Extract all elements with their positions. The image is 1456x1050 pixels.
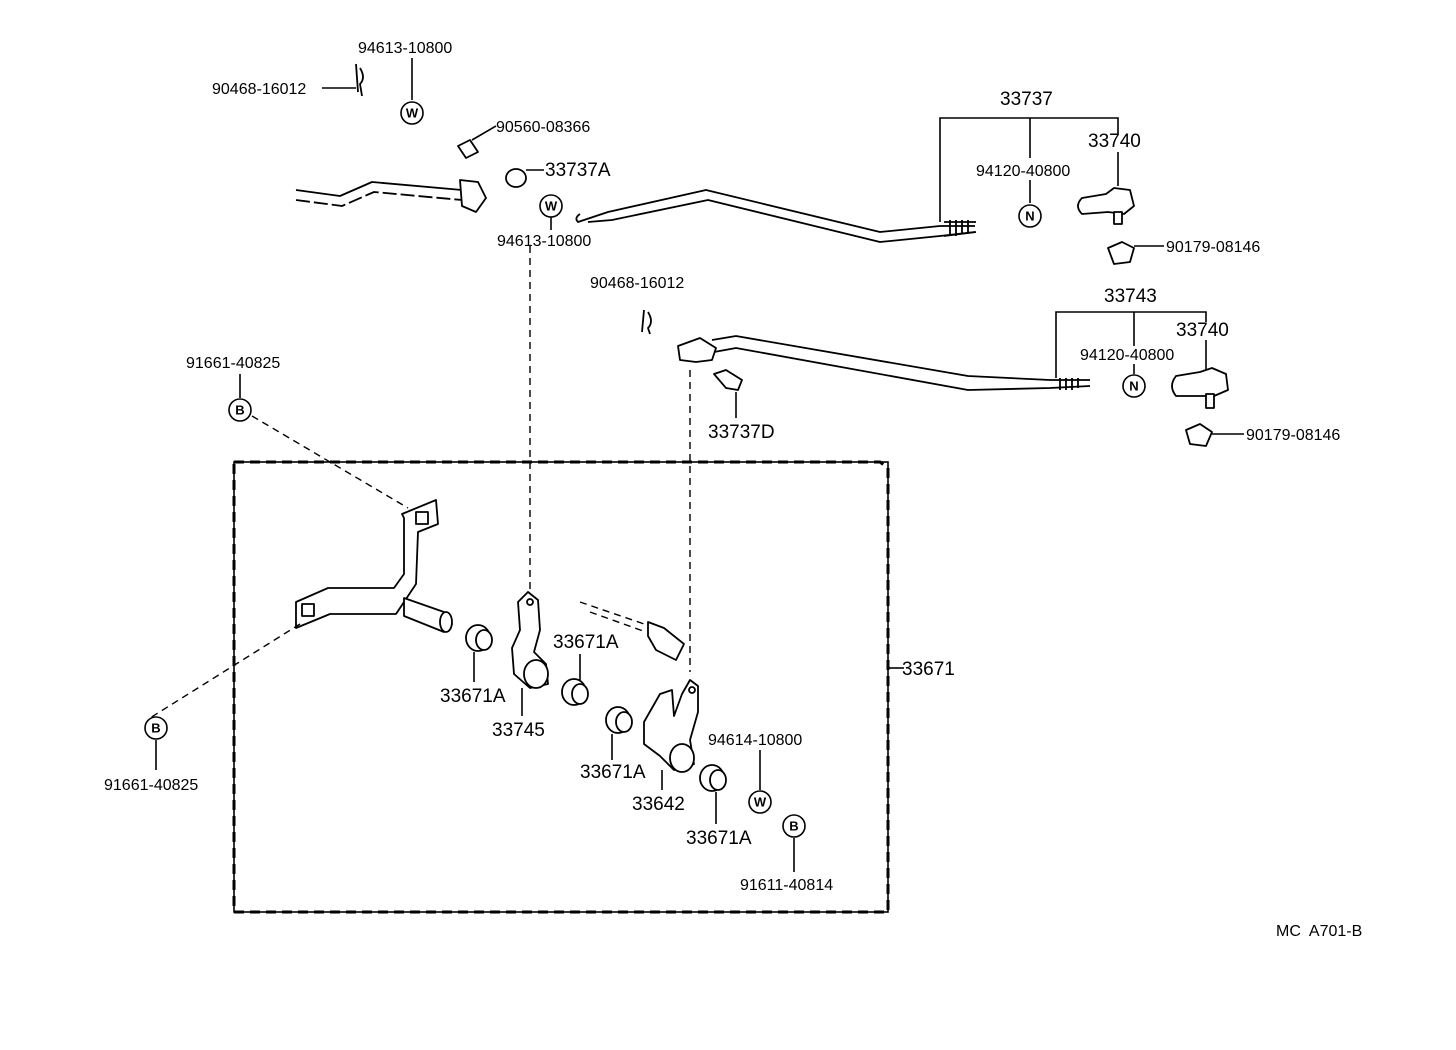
rod-upper-left [295,179,487,213]
label-91661-40825-bottom: 91661-40825 [104,777,198,794]
label-33671A-2: 33671A [553,632,619,653]
label-90468-16012-top: 90468-16012 [212,81,306,98]
nut-90179-top [1107,241,1164,265]
label-90179-08146-mid: 90179-08146 [1246,427,1340,444]
nut-symbol-top: N [1018,204,1042,228]
nut-symbol-mid: N [1122,374,1146,398]
bracket [295,499,453,633]
bushing-33671A-3 [605,706,633,760]
label-33671A-3: 33671A [580,762,646,783]
bolt-symbol-bottom-text: B [151,721,160,736]
label-94120-40800-mid: 94120-40800 [1080,347,1174,364]
label-33642: 33642 [632,794,685,815]
lever-33642 [643,679,699,790]
rod-33737 [575,189,977,243]
nut-90179-mid [1185,423,1244,447]
rod-33743 [677,335,1091,391]
bolt-symbol-91611-text: B [789,819,798,834]
cotter-pin-mid [641,309,652,335]
label-33671A-1: 33671A [440,686,506,707]
bolt-symbol-top-text: B [235,403,244,418]
bolt-symbol-top: B [228,398,252,422]
bolt-symbol-bottom: B [144,716,168,740]
bushing-33671A-2 [561,654,589,706]
grommet-33737A [505,168,544,188]
label-90560-08366: 90560-08366 [496,119,590,136]
lever-33745 [511,591,549,716]
bushing-33671A-4 [699,764,727,824]
bushing-33671A-1 [465,624,493,682]
washer-symbol-mid-text: W [545,199,558,214]
diagram-code: MC A701-B [1276,923,1362,940]
nut-symbol-mid-text: N [1129,379,1138,394]
washer-symbol-mid: W [539,194,563,218]
label-33671A-4: 33671A [686,828,752,849]
label-33740-mid: 33740 [1176,320,1229,341]
washer-symbol-bottom: W [748,790,772,814]
leader-bolt-bottom [149,623,301,719]
bolt-symbol-91611: B [782,814,806,838]
label-33737A: 33737A [545,160,611,181]
label-91611-40814: 91611-40814 [740,877,833,894]
label-90179-08146-top: 90179-08146 [1166,239,1260,256]
washer-symbol-top: W [400,101,424,125]
ball-joint-mid [1171,340,1229,409]
nut-symbol-top-text: N [1025,209,1034,224]
washer-symbol-bottom-text: W [754,795,767,810]
label-91661-40825-top: 91661-40825 [186,355,280,372]
label-94613-10800-top: 94613-10800 [358,40,452,57]
cable-end [579,601,685,661]
label-33740-top: 33740 [1088,131,1141,152]
label-33745: 33745 [492,720,545,741]
pin-33737D [713,369,743,418]
label-94613-10800-mid: 94613-10800 [497,233,591,250]
label-94614-10800: 94614-10800 [708,732,802,749]
label-90468-16012-mid: 90468-16012 [590,275,684,292]
cotter-pin-top [322,63,364,97]
label-33737D: 33737D [708,422,775,443]
ball-joint-top [1077,152,1135,225]
label-94120-40800-top: 94120-40800 [976,163,1070,180]
label-33737: 33737 [1000,89,1053,110]
bushing-90560 [457,125,497,159]
label-33671: 33671 [902,659,955,680]
washer-symbol-top-text: W [406,106,419,121]
assembly-box-33671 [233,461,889,913]
label-33743: 33743 [1104,286,1157,307]
